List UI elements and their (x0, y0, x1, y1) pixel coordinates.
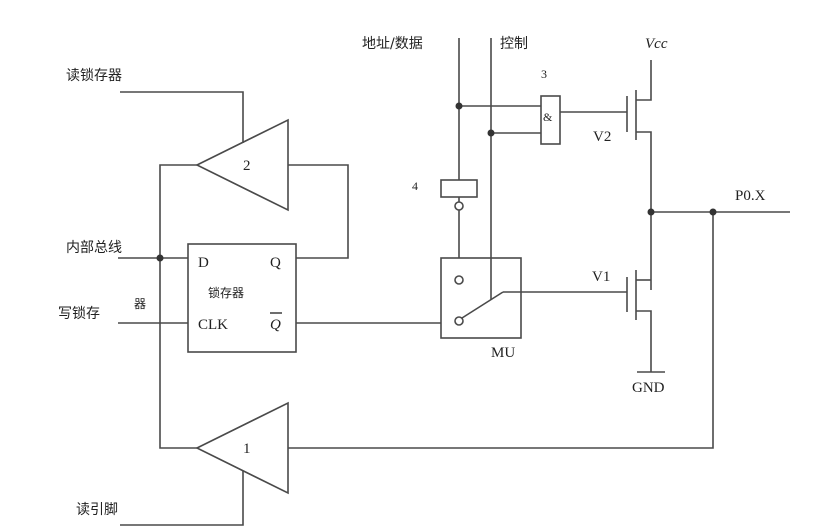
junction-pin-feedback (709, 208, 717, 216)
vcc-label: Vcc (645, 36, 668, 52)
latch-q-pin: Q (270, 255, 281, 271)
mux-label: MU (491, 345, 515, 361)
internal-bus-label: 内部总线 (66, 240, 122, 256)
and-gate-number: 3 (541, 67, 547, 81)
wire-read-pin-enable (120, 471, 244, 526)
latch-qbar-pin: Q (270, 317, 281, 333)
mux-switch-arm (461, 291, 504, 319)
v2-drain-to-vcc (636, 60, 652, 101)
latch-box (187, 243, 297, 353)
write-latch-label: 写锁存 (58, 306, 100, 322)
junction-internal-bus (156, 254, 164, 262)
inverter-number: 4 (412, 179, 418, 193)
v2-source-to-pin (636, 131, 652, 290)
v1-source-to-gnd (636, 310, 652, 372)
wire-q-to-buffer2 (288, 164, 349, 259)
wire-read-latch-enable (120, 91, 244, 143)
and-gate-3 (540, 95, 561, 145)
write-latch-label-suffix: 器 (134, 297, 146, 311)
v2-label: V2 (593, 129, 611, 145)
and-gate-symbol: & (543, 110, 553, 124)
inverter-bubble (454, 201, 464, 211)
read-latch-label: 读锁存器 (66, 67, 122, 84)
mux-input-a (454, 275, 464, 285)
read-pin-label: 读引脚 (76, 501, 118, 518)
wire-pin-feedback (288, 212, 714, 449)
addr-data-label: 地址/数据 (362, 36, 423, 52)
v1-label: V1 (592, 269, 610, 285)
gnd-label: GND (632, 380, 665, 396)
latch-clk-pin: CLK (198, 317, 228, 333)
junction-addr-data (455, 102, 463, 110)
junction-output-node (647, 208, 655, 216)
wire-buffer2-to-buffer1-bus (159, 164, 197, 449)
junction-control (487, 129, 495, 137)
inverter-4 (440, 179, 478, 198)
buffer-2-label: 2 (243, 158, 251, 174)
mux-box (440, 257, 522, 339)
latch-d-pin: D (198, 255, 209, 271)
mux-input-b (454, 316, 464, 326)
p0x-label: P0.X (735, 188, 766, 204)
latch-name: 锁存器 (208, 285, 244, 300)
control-label: 控制 (500, 36, 528, 52)
buffer-1-label: 1 (243, 441, 251, 457)
